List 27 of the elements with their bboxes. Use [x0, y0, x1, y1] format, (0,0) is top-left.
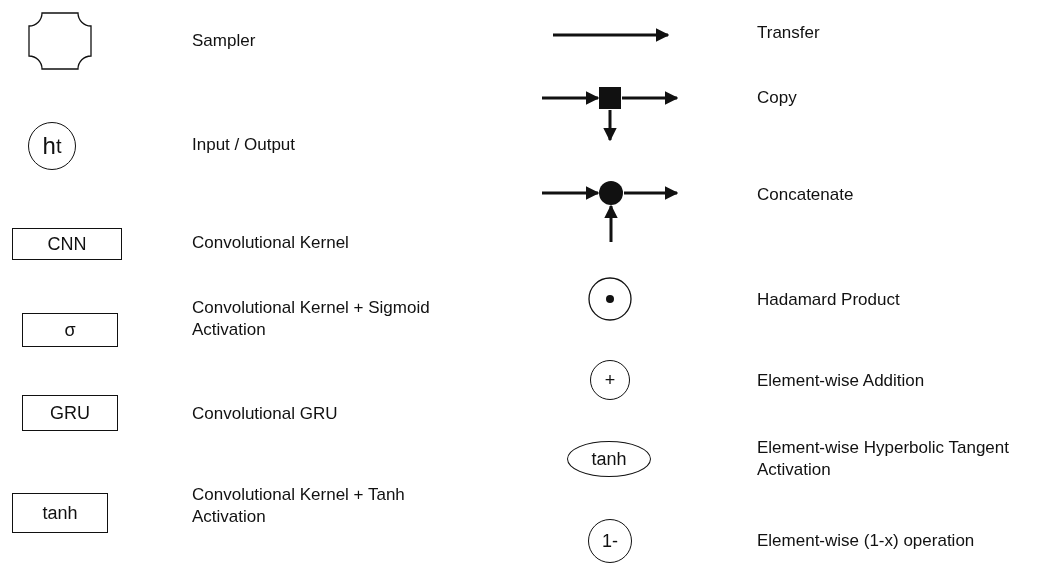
- copy-square: [599, 87, 621, 109]
- description-text: Concatenate: [757, 184, 855, 206]
- description-text: Element-wise Addition: [757, 370, 926, 392]
- arrow: [604, 204, 618, 242]
- arrow: [542, 91, 600, 105]
- description-text: Sampler: [192, 30, 257, 52]
- rect-node: CNN: [12, 228, 122, 260]
- description-text: Convolutional Kernel + Sigmoid Activation: [192, 297, 431, 341]
- description-text: Convolutional GRU: [192, 403, 339, 425]
- description-text: Copy: [757, 87, 798, 109]
- arrow: [624, 186, 679, 200]
- hadamard-circle: [588, 277, 632, 321]
- rect-node: GRU: [22, 395, 118, 431]
- description-text: Element-wise (1-x) operation: [757, 530, 976, 552]
- arrow: [542, 186, 600, 200]
- description-text: Hadamard Product: [757, 289, 901, 311]
- concatenate-dot: [599, 181, 623, 205]
- description-text: Element-wise Hyperbolic Tangent Activation: [757, 437, 1010, 481]
- description-text: Convolutional Kernel: [192, 232, 350, 254]
- sampler-shape: [28, 12, 92, 70]
- description-text: Input / Output: [192, 134, 296, 156]
- arrow: [603, 110, 617, 142]
- legend-text: Transfer: [757, 22, 821, 44]
- description-text: Convolutional Kernel + Tanh Activation: [192, 484, 406, 528]
- rect-node: σ: [22, 313, 118, 347]
- rect-node: tanh: [12, 493, 108, 533]
- arrow: [622, 91, 679, 105]
